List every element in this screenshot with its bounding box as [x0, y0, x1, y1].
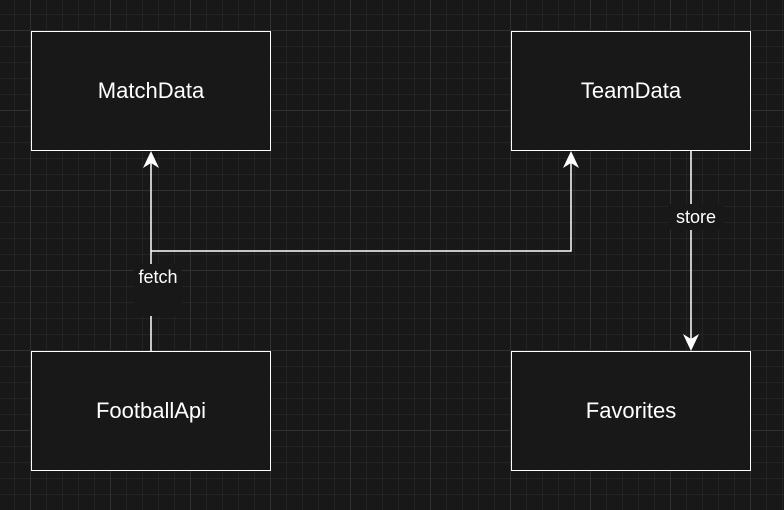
node-favorites[interactable]: Favorites [511, 351, 751, 471]
edge-label-store: store [668, 204, 724, 230]
edge-label-fetch: fetch [134, 264, 182, 316]
node-teamdata-label: TeamData [580, 78, 682, 103]
node-matchdata-label: MatchData [97, 78, 205, 103]
arrowhead-teamdata [563, 151, 579, 168]
edge-fetch-to-teamdata [151, 156, 572, 252]
node-matchdata[interactable]: MatchData [31, 31, 271, 151]
node-footballapi-label: FootballApi [95, 398, 207, 423]
node-favorites-label: Favorites [585, 398, 677, 423]
node-teamdata[interactable]: TeamData [511, 31, 751, 151]
node-footballapi[interactable]: FootballApi [31, 351, 271, 471]
arrowhead-favorites [683, 334, 699, 351]
arrowhead-matchdata [143, 151, 159, 168]
